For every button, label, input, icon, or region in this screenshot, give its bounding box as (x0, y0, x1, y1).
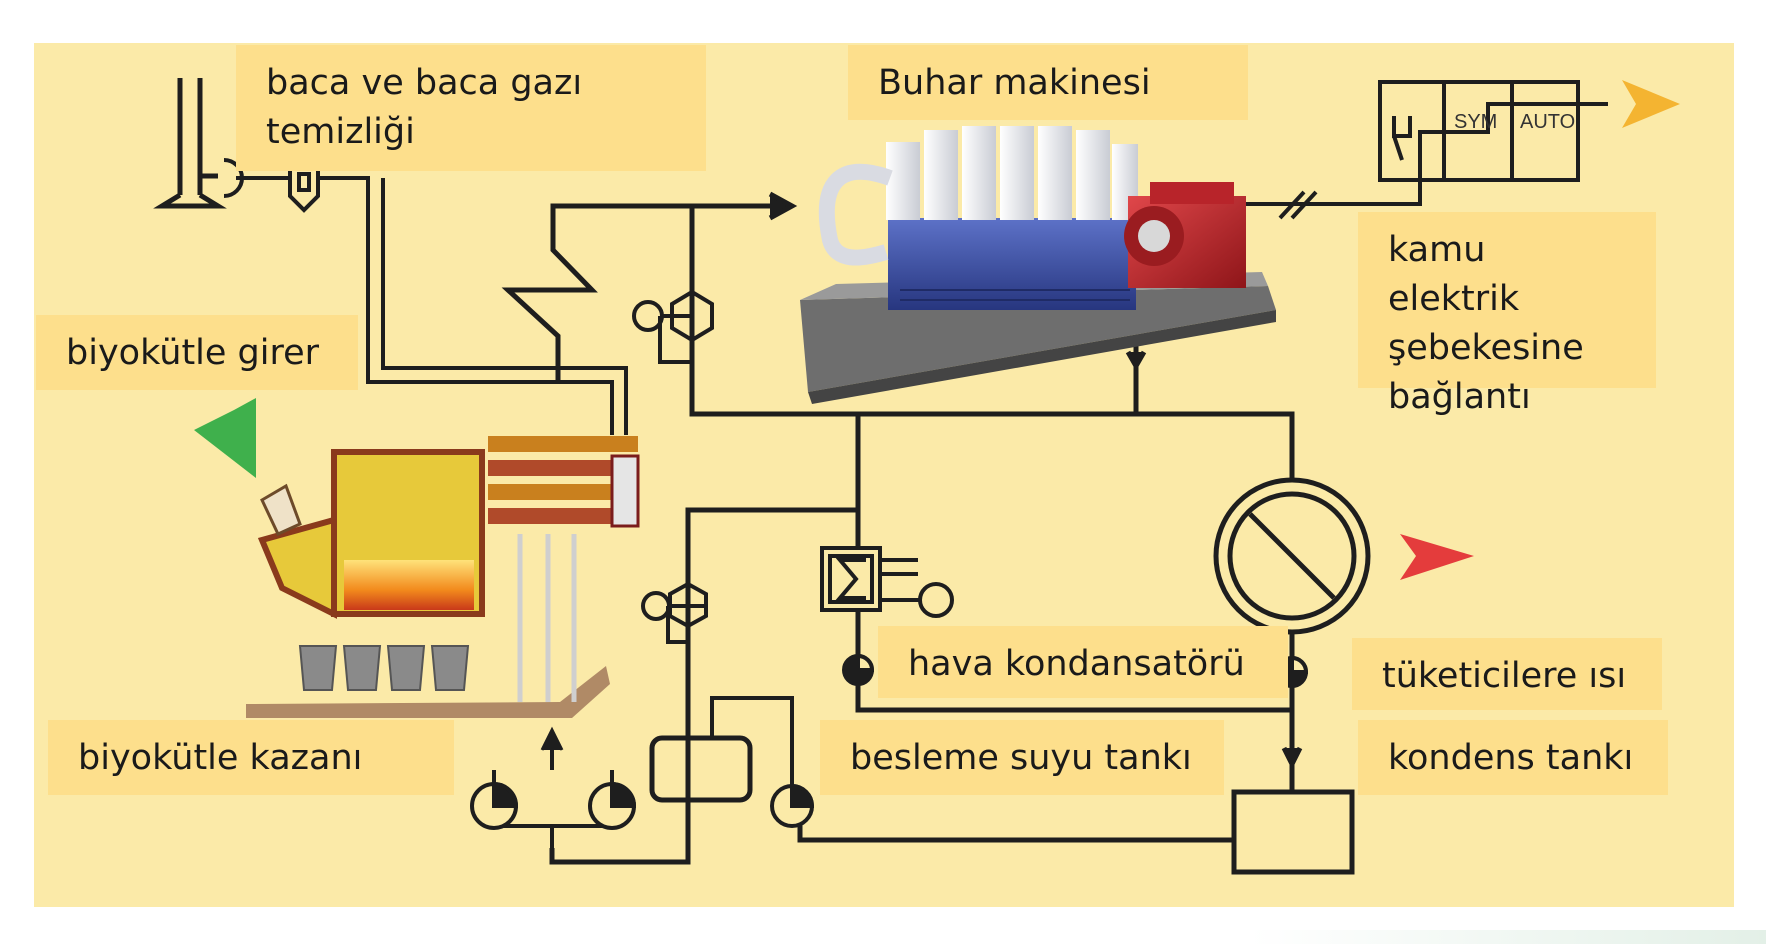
steam-engine-label: Buhar makinesi (848, 45, 1248, 120)
biomass-boiler-illustration (246, 436, 640, 718)
pump-icon (470, 653, 1309, 830)
switch-sym-text: SYM (1454, 111, 1497, 133)
feedwater-tank-icon (649, 735, 753, 803)
switch-auto-text: AUTO (1520, 111, 1575, 133)
turbine-symbol-icon (1213, 477, 1371, 635)
heat-consumers-label: tüketicilere ısı (1352, 638, 1662, 710)
heat-out-arrow (1400, 534, 1474, 580)
bottom-fade (1250, 930, 1766, 944)
valve-icon (641, 581, 708, 644)
filter-icon (288, 166, 320, 213)
valve-icon (632, 288, 714, 364)
biomass-in-label: biyokütle girer (36, 315, 358, 390)
heat-exchanger-icon (820, 546, 954, 618)
condensate-tank-icon (1231, 789, 1355, 875)
feedwater-tank-label: besleme suyu tankı (820, 720, 1224, 795)
flue-gas-label: baca ve baca gazı temizliği (236, 45, 706, 171)
condensate-tank-label: kondens tankı (1358, 720, 1668, 795)
chimney-icon (153, 78, 244, 209)
boiler-label: biyokütle kazanı (48, 720, 454, 795)
grid-connection-label: kamu elektrik şebekesine bağlantı (1358, 212, 1656, 417)
switch-cabinet-icon (1378, 80, 1580, 182)
air-condenser-label: hava kondansatörü (878, 626, 1288, 698)
steam-engine-illustration (800, 126, 1276, 404)
power-out-arrow (1622, 80, 1680, 128)
biomass-in-arrow (194, 398, 256, 478)
